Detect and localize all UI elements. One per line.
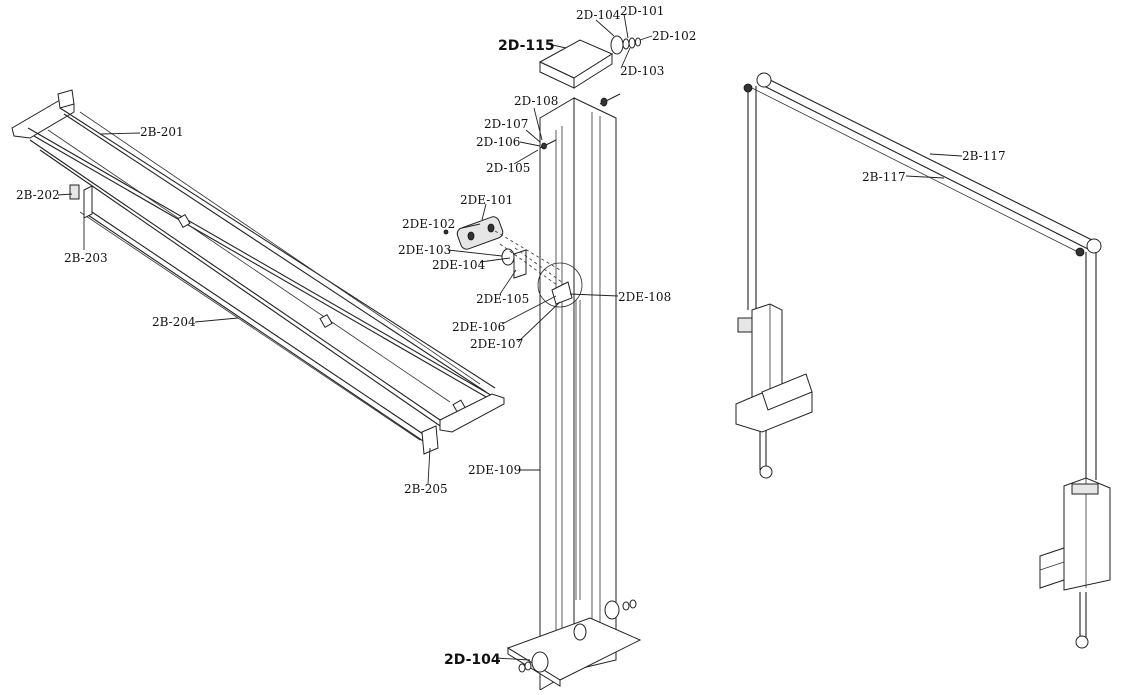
label-2de-105: 2DE-105 [476, 292, 529, 306]
label-2de-101: 2DE-101 [460, 193, 513, 207]
label-2de-109: 2DE-109 [468, 463, 521, 477]
label-2de-108: 2DE-108 [618, 290, 671, 304]
cable-pulley-frame: 2B-117 2B-117 [735, 72, 1111, 649]
part-2b-202 [69, 184, 80, 200]
pulley-top-right [1086, 238, 1102, 254]
pulley-top-left [756, 72, 772, 88]
label-2de-106: 2DE-106 [452, 320, 505, 334]
label-2d-107: 2D-107 [484, 117, 528, 131]
column-assembly: 2D-115 2D-104 2D-101 2D-102 2D-103 2D-10… [398, 4, 696, 691]
label-2b-205: 2B-205 [404, 482, 448, 496]
left-carriage-column [751, 303, 783, 411]
overhead-beam-assembly: 2B-201 2B-202 2B-203 2B-204 2B-205 [11, 89, 505, 496]
right-carriage-column [1063, 477, 1111, 591]
part-2de-105 [513, 249, 527, 279]
beam-end-bracket-right [439, 393, 505, 433]
label-2b-117-lower: 2B-117 [862, 170, 906, 184]
label-2d-102: 2D-102 [652, 29, 696, 43]
label-2d-101: 2D-101 [620, 4, 664, 18]
label-2b-204: 2B-204 [152, 315, 196, 329]
label-2d-105: 2D-105 [486, 161, 530, 175]
label-2d-104-bottom: 2D-104 [444, 652, 501, 668]
part-2b-203 [83, 185, 93, 219]
column-base-plate [506, 617, 642, 681]
label-2d-115: 2D-115 [498, 38, 555, 54]
pulley-2d-104-top [610, 35, 624, 55]
part-2de-109-front [539, 97, 575, 691]
label-2b-117-upper: 2B-117 [962, 149, 1006, 163]
label-2d-103: 2D-103 [620, 64, 664, 78]
label-2d-104-top: 2D-104 [576, 8, 621, 22]
label-2de-102: 2DE-102 [402, 217, 455, 231]
label-2b-201: 2B-201 [140, 125, 184, 139]
part-2de-102 [456, 216, 504, 250]
label-2d-106: 2D-106 [476, 135, 520, 149]
pulley-2d-104-bottom [531, 651, 549, 673]
beam-end-plate-left [57, 89, 75, 109]
label-2de-103: 2DE-103 [398, 243, 451, 257]
label-2d-108: 2D-108 [514, 94, 558, 108]
label-2de-104: 2DE-104 [432, 258, 486, 272]
detail-circle [537, 262, 583, 308]
label-2b-203: 2B-203 [64, 251, 108, 265]
part-2b-205 [421, 425, 439, 455]
label-2b-202: 2B-202 [16, 188, 60, 202]
label-2de-107: 2DE-107 [470, 337, 523, 351]
